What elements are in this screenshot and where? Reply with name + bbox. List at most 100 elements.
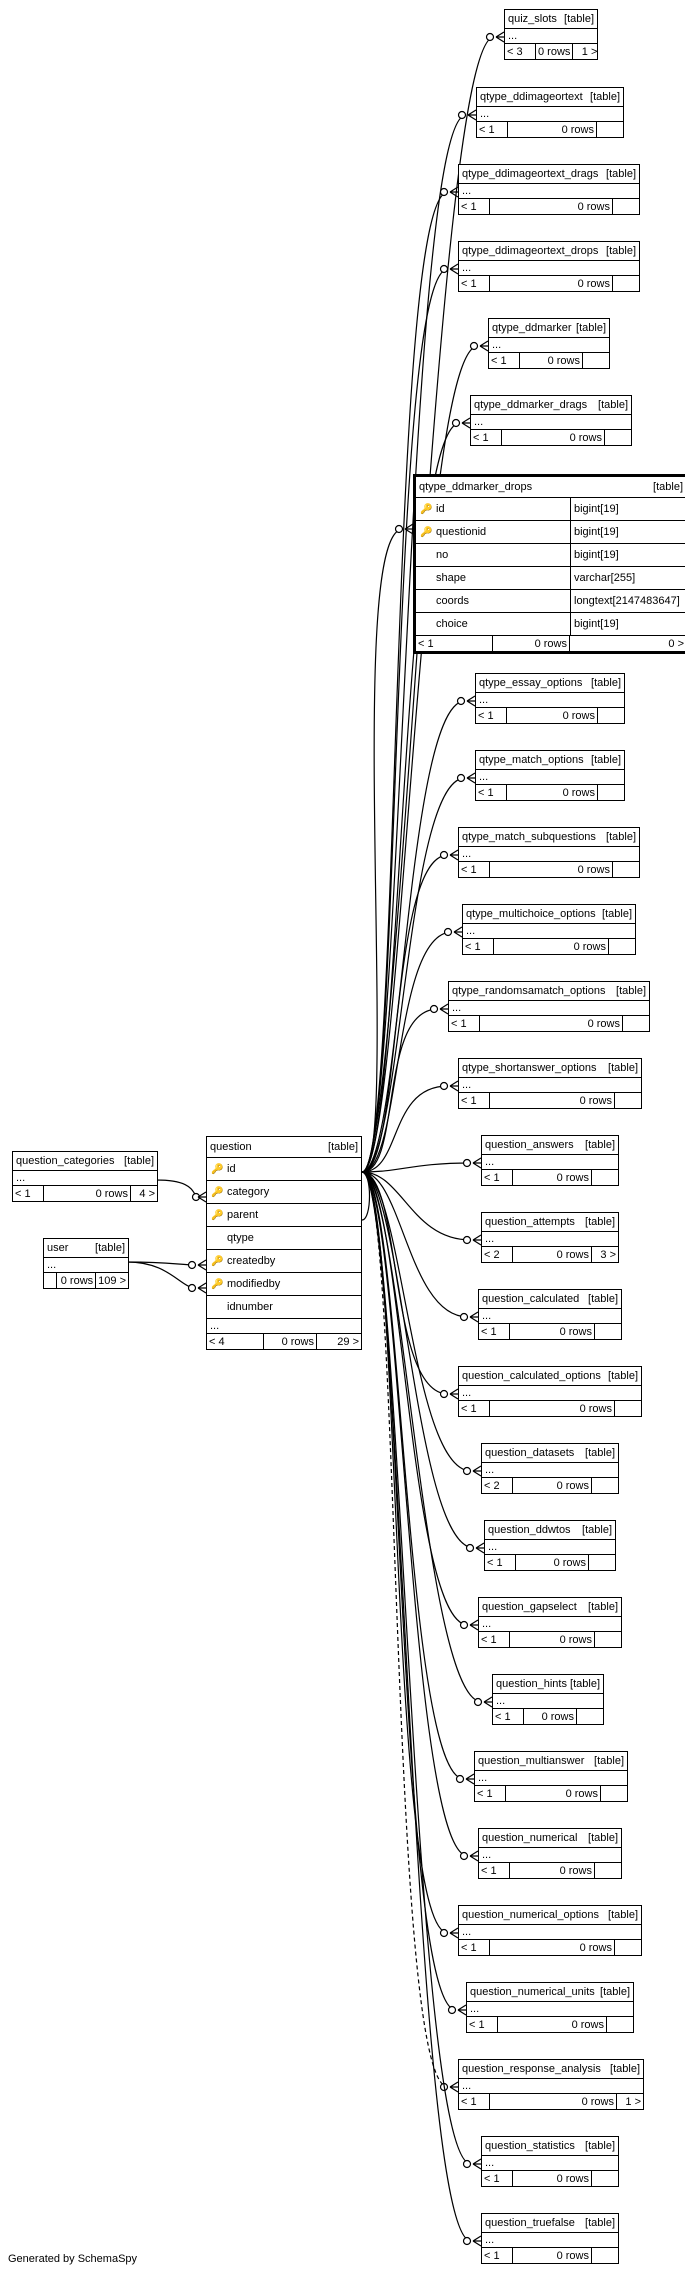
parents-link[interactable]: < 1 bbox=[13, 1186, 44, 1201]
table-question_categories[interactable]: question_categories[table] ... < 1 0 row… bbox=[12, 1151, 158, 1202]
column-id[interactable]: 🔑id bbox=[207, 1158, 361, 1181]
parents-link[interactable]: < 1 bbox=[467, 2017, 498, 2032]
children-link[interactable] bbox=[615, 1093, 641, 1108]
parents-link[interactable]: < 1 bbox=[471, 430, 502, 445]
children-link[interactable] bbox=[613, 276, 639, 291]
children-link[interactable] bbox=[613, 199, 639, 214]
children-link[interactable]: 109 > bbox=[98, 1274, 126, 1287]
parents-link[interactable]: < 1 bbox=[482, 2171, 513, 2186]
parents-link[interactable]: < 1 bbox=[459, 1093, 490, 1108]
table-qtype_randomsamatch_options[interactable]: qtype_randomsamatch_options[table]...< 1… bbox=[448, 981, 650, 1032]
children-link[interactable] bbox=[577, 1709, 603, 1724]
column-createdby[interactable]: 🔑createdby bbox=[207, 1250, 361, 1273]
parents-link[interactable]: < 1 bbox=[459, 199, 490, 214]
parents-link[interactable]: < 1 bbox=[459, 1401, 490, 1416]
parents-link[interactable]: < 1 bbox=[485, 1555, 516, 1570]
parents-link[interactable] bbox=[44, 1273, 57, 1288]
children-link[interactable] bbox=[597, 122, 623, 137]
parents-link[interactable]: < 1 bbox=[476, 708, 507, 723]
table-question[interactable]: question[table] 🔑id 🔑category 🔑parent qt… bbox=[206, 1136, 362, 1350]
parents-link[interactable]: < 1 bbox=[477, 122, 508, 137]
children-link[interactable] bbox=[601, 1786, 627, 1801]
parents-link[interactable]: < 1 bbox=[449, 1016, 480, 1031]
children-link[interactable] bbox=[609, 939, 635, 954]
parents-link[interactable]: < 1 bbox=[459, 1940, 490, 1955]
children-link[interactable] bbox=[595, 1324, 621, 1339]
parents-link[interactable]: < 1 bbox=[479, 1632, 510, 1647]
parents-link[interactable]: < 1 bbox=[416, 636, 493, 651]
parents-link[interactable]: < 1 bbox=[459, 862, 490, 877]
parents-link[interactable]: < 1 bbox=[482, 2248, 513, 2263]
parents-link[interactable]: < 1 bbox=[459, 2094, 490, 2109]
parents-link[interactable]: < 1 bbox=[479, 1324, 510, 1339]
parents-link[interactable]: < 1 bbox=[479, 1863, 510, 1878]
table-question_calculated_options[interactable]: question_calculated_options[table]...< 1… bbox=[458, 1366, 642, 1417]
children-link[interactable]: 4 > bbox=[139, 1187, 155, 1200]
children-link[interactable] bbox=[592, 1170, 618, 1185]
column-qtype[interactable]: qtype bbox=[207, 1227, 361, 1250]
column-modifiedby[interactable]: 🔑modifiedby bbox=[207, 1273, 361, 1296]
children-link[interactable] bbox=[592, 2248, 618, 2263]
parents-link[interactable]: < 1 bbox=[459, 276, 490, 291]
column-idnumber[interactable]: idnumber bbox=[207, 1296, 361, 1319]
children-link[interactable]: 0 > bbox=[668, 637, 684, 650]
children-link[interactable] bbox=[595, 1632, 621, 1647]
children-link[interactable] bbox=[613, 862, 639, 877]
children-link[interactable] bbox=[589, 1555, 615, 1570]
parents-link[interactable]: < 1 bbox=[493, 1709, 524, 1724]
children-link[interactable] bbox=[623, 1016, 649, 1031]
parents-link[interactable]: < 2 bbox=[482, 1478, 513, 1493]
column-parent[interactable]: 🔑parent bbox=[207, 1204, 361, 1227]
children-link[interactable] bbox=[598, 785, 624, 800]
parents-link[interactable]: < 1 bbox=[475, 1786, 506, 1801]
children-link[interactable] bbox=[598, 708, 624, 723]
children-link[interactable] bbox=[595, 1863, 621, 1878]
children-link[interactable] bbox=[615, 1401, 641, 1416]
children-link[interactable] bbox=[583, 353, 609, 368]
parents-link[interactable]: < 1 bbox=[489, 353, 520, 368]
parents-link[interactable]: < 4 bbox=[207, 1334, 264, 1349]
children-link[interactable]: 29 > bbox=[337, 1335, 359, 1348]
children-link[interactable] bbox=[607, 2017, 633, 2032]
children-link[interactable] bbox=[592, 2171, 618, 2186]
column-category[interactable]: 🔑category bbox=[207, 1181, 361, 1204]
parents-link[interactable]: < 2 bbox=[482, 1247, 513, 1262]
children-link[interactable] bbox=[592, 1478, 618, 1493]
children-link[interactable]: 3 > bbox=[600, 1248, 616, 1261]
children-link[interactable] bbox=[605, 430, 631, 445]
parents-link[interactable]: < 3 bbox=[505, 44, 536, 59]
parents-link[interactable]: < 1 bbox=[482, 1170, 513, 1185]
children-link[interactable]: 1 > bbox=[581, 45, 598, 58]
